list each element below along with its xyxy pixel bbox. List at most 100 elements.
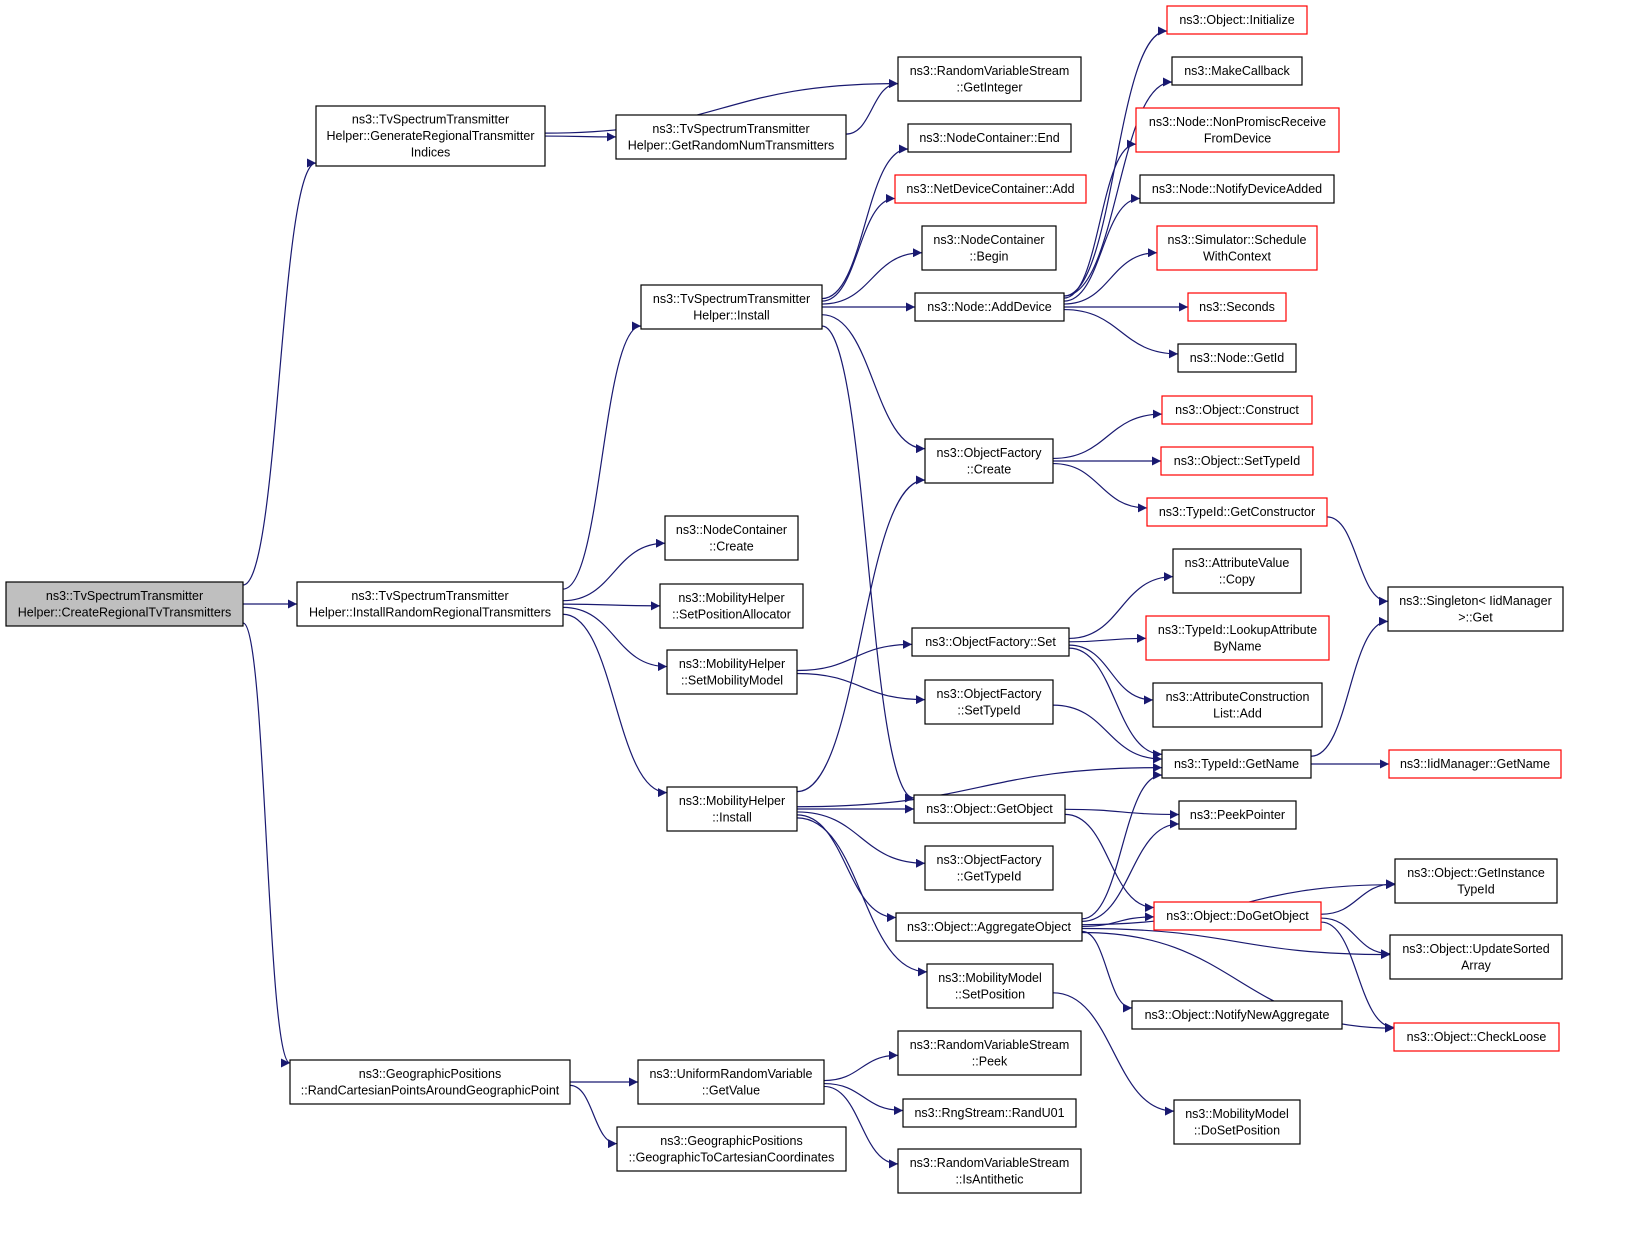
node-geoRand[interactable]: ns3::GeographicPositions::RandCartesianP… [289, 1059, 571, 1105]
node-mmDoSetPos[interactable]: ns3::MobilityModel::DoSetPosition [1173, 1099, 1301, 1145]
node-aggObj[interactable]: ns3::Object::AggregateObject [895, 912, 1083, 942]
node-box [924, 679, 1054, 725]
node-label: ::RandCartesianPointsAroundGeographicPoi… [301, 1083, 560, 1097]
edge-ofCreate-to-tidGetCtor [1052, 462, 1148, 513]
edge-ofCreate-to-objConstruct [1052, 409, 1163, 460]
node-addDev[interactable]: ns3::Node::AddDevice [914, 292, 1065, 322]
node-ncCreate[interactable]: ns3::NodeContainer::Create [664, 515, 799, 561]
node-label: WithContext [1203, 249, 1272, 263]
node-peekPtr[interactable]: ns3::PeekPointer [1178, 800, 1297, 830]
node-box [921, 225, 1057, 271]
node-label: ns3::MobilityHelper [679, 794, 785, 808]
node-label: ns3::AttributeConstruction [1166, 690, 1310, 704]
edge-setMobModel-to-ofSet [796, 639, 913, 672]
node-label: Helper::GenerateRegionalTransmitter [327, 129, 535, 143]
node-rngU01[interactable]: ns3::RngStream::RandU01 [902, 1098, 1077, 1128]
node-label: ns3::TvSpectrumTransmitter [351, 589, 508, 603]
edge-rndInst-to-tvInst [562, 321, 642, 590]
node-label: ::GetTypeId [957, 869, 1022, 883]
node-checkLoose[interactable]: ns3::Object::CheckLoose [1393, 1022, 1560, 1052]
node-box [1173, 1099, 1301, 1145]
node-mobInst[interactable]: ns3::MobilityHelper::Install [666, 786, 798, 832]
node-label: ns3::Node::NonPromiscReceive [1149, 115, 1326, 129]
node-tidGetCtor[interactable]: ns3::TypeId::GetConstructor [1146, 497, 1328, 527]
node-genIdx[interactable]: ns3::TvSpectrumTransmitterHelper::Genera… [315, 105, 546, 167]
node-tidGetName[interactable]: ns3::TypeId::GetName [1161, 749, 1312, 779]
node-label: Indices [411, 146, 451, 160]
edge-rndInst-to-ncCreate [562, 538, 666, 602]
node-label: ::SetPosition [955, 987, 1025, 1001]
node-doGetObj[interactable]: ns3::Object::DoGetObject [1153, 901, 1322, 931]
node-mkCb[interactable]: ns3::MakeCallback [1171, 56, 1303, 86]
node-ofCreate[interactable]: ns3::ObjectFactory::Create [924, 438, 1054, 484]
node-label: ns3::UniformRandomVariable [649, 1067, 812, 1081]
node-setMobModel[interactable]: ns3::MobilityHelper::SetMobilityModel [666, 649, 798, 695]
node-label: ByName [1214, 639, 1262, 653]
edge-mobInst-to-mmSetPos [796, 817, 928, 977]
edge-ofSet-to-tidGetName [1068, 647, 1163, 759]
node-box [924, 438, 1054, 484]
node-notifyAgg[interactable]: ns3::Object::NotifyNewAggregate [1131, 1000, 1343, 1030]
node-ofSet[interactable]: ns3::ObjectFactory::Set [911, 627, 1070, 657]
node-seconds[interactable]: ns3::Seconds [1187, 292, 1287, 322]
node-urvGet[interactable]: ns3::UniformRandomVariable::GetValue [637, 1059, 825, 1105]
node-box [640, 284, 823, 330]
edge-mobInst-to-aggObj [796, 814, 897, 923]
edge-urvGet-to-rngU01 [823, 1082, 904, 1116]
node-box [894, 174, 1087, 204]
node-label: ns3::MakeCallback [1184, 64, 1290, 78]
node-label: ns3::RandomVariableStream [910, 1156, 1070, 1170]
node-getNum[interactable]: ns3::TvSpectrumTransmitterHelper::GetRan… [615, 114, 847, 160]
node-label: ::GetInteger [956, 80, 1022, 94]
node-objGetObj[interactable]: ns3::Object::GetObject [913, 794, 1066, 824]
edge-ofSet-to-tidLookup [1068, 633, 1147, 643]
node-tvInst[interactable]: ns3::TvSpectrumTransmitterHelper::Instal… [640, 284, 823, 330]
node-rvsPeek[interactable]: ns3::RandomVariableStream::Peek [897, 1030, 1082, 1076]
node-ofGetTid[interactable]: ns3::ObjectFactory::GetTypeId [924, 845, 1054, 891]
node-ncEnd[interactable]: ns3::NodeContainer::End [907, 123, 1072, 153]
node-rndInst[interactable]: ns3::TvSpectrumTransmitterHelper::Instal… [296, 581, 564, 627]
node-label: ns3::ObjectFactory [937, 853, 1043, 867]
node-ofSetTid[interactable]: ns3::ObjectFactory::SetTypeId [924, 679, 1054, 725]
node-root[interactable]: ns3::TvSpectrumTransmitterHelper::Create… [5, 581, 244, 627]
node-objInit[interactable]: ns3::Object::Initialize [1166, 5, 1308, 35]
node-mmSetPos[interactable]: ns3::MobilityModel::SetPosition [926, 963, 1054, 1009]
node-getInt[interactable]: ns3::RandomVariableStream::GetInteger [897, 56, 1082, 102]
node-nodeGetId[interactable]: ns3::Node::GetId [1177, 343, 1297, 373]
node-rvsAnti[interactable]: ns3::RandomVariableStream::IsAntithetic [897, 1148, 1082, 1194]
node-ndcAdd[interactable]: ns3::NetDeviceContainer::Add [894, 174, 1087, 204]
node-box [1187, 292, 1287, 322]
edge-addDev-to-notifyDev [1063, 193, 1141, 302]
node-box [637, 1059, 825, 1105]
edge-urvGet-to-rvsPeek [823, 1050, 899, 1082]
edge-genIdx-to-getInt [544, 79, 899, 134]
node-geoToCart[interactable]: ns3::GeographicPositions::GeographicToCa… [616, 1126, 847, 1172]
node-label: ns3::ObjectFactory::Set [925, 635, 1056, 649]
node-label: ns3::TvSpectrumTransmitter [653, 292, 810, 306]
node-label: FromDevice [1204, 131, 1271, 145]
node-iidGetName[interactable]: ns3::IidManager::GetName [1388, 749, 1562, 779]
edge-ofSet-to-avCopy [1068, 572, 1174, 640]
node-box [897, 1148, 1082, 1194]
node-avCopy[interactable]: ns3::AttributeValue::Copy [1172, 548, 1302, 594]
node-singletonGet[interactable]: ns3::Singleton< IidManager>::Get [1387, 586, 1564, 632]
node-box [615, 114, 847, 160]
node-box [913, 794, 1066, 824]
edge-urvGet-to-rvsAnti [823, 1085, 899, 1169]
node-box [924, 845, 1054, 891]
node-setPosAlloc[interactable]: ns3::MobilityHelper::SetPositionAllocato… [659, 583, 804, 629]
node-notifyDev[interactable]: ns3::Node::NotifyDeviceAdded [1139, 174, 1335, 204]
node-objConstruct[interactable]: ns3::Object::Construct [1161, 395, 1313, 425]
node-label: ns3::RngStream::RandU01 [914, 1106, 1064, 1120]
node-label: ::SetTypeId [957, 703, 1020, 717]
node-box [659, 583, 804, 629]
node-ncBegin[interactable]: ns3::NodeContainer::Begin [921, 225, 1057, 271]
node-objSetTid[interactable]: ns3::Object::SetTypeId [1160, 446, 1314, 476]
